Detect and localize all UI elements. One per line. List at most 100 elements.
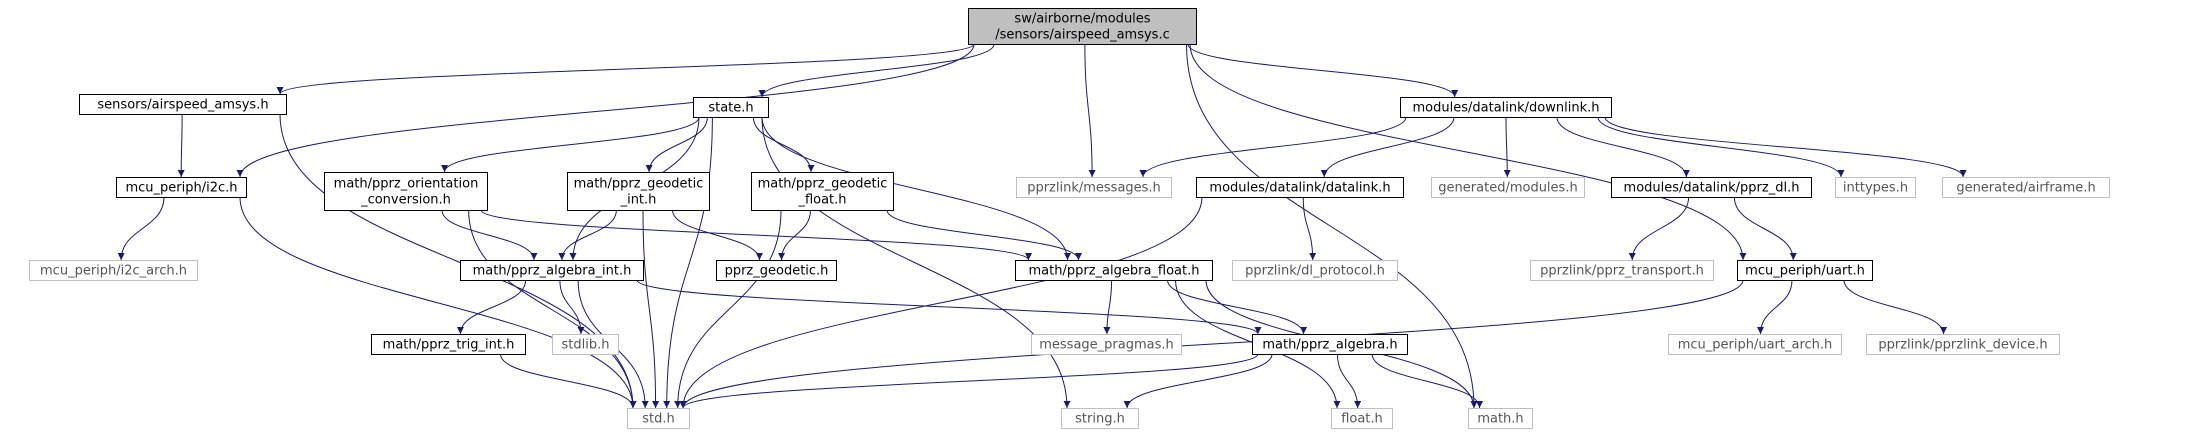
- node-label: _conversion.h: [360, 193, 451, 208]
- node-trig-int-h[interactable]: math/pprz_trig_int.h: [371, 334, 526, 355]
- node-box: [627, 408, 690, 429]
- node-box: [1942, 177, 2110, 198]
- edge-geodetic-float-h-to-std-h: [674, 209, 782, 409]
- node-box: [79, 94, 287, 115]
- node-label: math/pprz_algebra.h: [1262, 338, 1397, 353]
- edge-root-to-state-h: [758, 43, 995, 98]
- node-box: [552, 334, 619, 355]
- node-msg-pragmas-h: message_pragmas.h: [1031, 334, 1182, 355]
- edge-uart-h-to-std-h: [679, 279, 1744, 409]
- node-box: [1866, 334, 2060, 355]
- node-box: [1016, 177, 1172, 198]
- edge-root-to-i2c-h: [236, 43, 975, 178]
- node-pprzlink-device-h: pprzlink/pprzlink_device.h: [1866, 334, 2060, 355]
- node-label: std.h: [642, 412, 675, 427]
- edge-downlink-h-to-airframe-h: [1604, 116, 1967, 178]
- node-box: [1611, 177, 1812, 198]
- node-box: [1196, 177, 1404, 198]
- edge-pprz-dl-h-to-pprz-transport-h: [1628, 196, 1690, 261]
- node-box: [716, 260, 837, 281]
- edge-geodetic-int-h-to-algebra-int-h: [558, 209, 617, 261]
- node-label: modules/datalink/pprz_dl.h: [1624, 181, 1800, 196]
- node-geodetic-int-h[interactable]: math/pprz_geodetic_int.h: [567, 172, 710, 211]
- node-airspeed-amsys-h[interactable]: sensors/airspeed_amsys.h: [79, 94, 287, 115]
- node-label: mcu_periph/uart_arch.h: [1678, 338, 1833, 353]
- edge-downlink-h-to-messages-h: [1139, 116, 1407, 178]
- node-state-h[interactable]: state.h: [693, 97, 769, 118]
- node-gen-modules-h: generated/modules.h: [1431, 177, 1585, 198]
- edge-pprz-dl-h-to-uart-h: [1733, 196, 1797, 261]
- edge-algebra-int-h-to-algebra-h: [636, 279, 1262, 335]
- node-box: [1015, 260, 1213, 281]
- edge-geodetic-int-h-to-geodetic-h: [672, 209, 763, 261]
- node-pprz-dl-h[interactable]: modules/datalink/pprz_dl.h: [1611, 177, 1812, 198]
- node-box: [371, 334, 526, 355]
- node-dl-protocol-h: pprzlink/dl_protocol.h: [1232, 260, 1398, 281]
- node-label: state.h: [708, 101, 753, 116]
- node-box: [693, 97, 769, 118]
- node-label: message_pragmas.h: [1039, 338, 1174, 353]
- node-label: _int.h: [620, 193, 657, 208]
- node-label: math/pprz_algebra_float.h: [1029, 264, 1200, 279]
- edge-root-to-messages-h: [1084, 43, 1096, 178]
- node-box: [751, 172, 894, 211]
- node-geodetic-h[interactable]: pprz_geodetic.h: [716, 260, 837, 281]
- node-label: stdlib.h: [562, 338, 610, 353]
- nodes: sw/airborne/modules/sensors/airspeed_ams…: [29, 8, 2110, 429]
- edge-uart-h-to-uart-arch-h: [1757, 279, 1793, 335]
- edge-downlink-h-to-datalink-h: [1320, 116, 1455, 178]
- edge-downlink-h-to-inttypes-h: [1597, 116, 1845, 178]
- node-label: generated/airframe.h: [1956, 181, 2095, 196]
- edge-datalink-h-to-std-h: [679, 196, 1203, 409]
- edge-state-h-to-algebra-float-h: [761, 116, 1072, 261]
- node-i2c-h[interactable]: mcu_periph/i2c.h: [116, 177, 247, 198]
- node-box: [1031, 334, 1182, 355]
- node-algebra-int-h[interactable]: math/pprz_algebra_int.h: [460, 260, 644, 281]
- node-label: mcu_periph/uart.h: [1745, 264, 1865, 279]
- edge-airspeed-amsys-h-to-i2c-h: [177, 113, 185, 178]
- node-label: pprzlink/pprzlink_device.h: [1878, 338, 2047, 353]
- node-float-h: float.h: [1331, 408, 1393, 429]
- node-box: [1468, 408, 1533, 429]
- node-label: inttypes.h: [1843, 181, 1908, 196]
- edge-root-to-downlink-h: [1187, 43, 1459, 98]
- edge-state-h-to-geodetic-int-h: [645, 116, 708, 173]
- node-box: [567, 172, 710, 211]
- edge-datalink-h-to-dl-protocol-h: [1302, 196, 1317, 261]
- node-box: [1232, 260, 1398, 281]
- node-uart-h[interactable]: mcu_periph/uart.h: [1737, 260, 1873, 281]
- node-algebra-float-h[interactable]: math/pprz_algebra_float.h: [1015, 260, 1213, 281]
- node-orientation-h[interactable]: math/pprz_orientation_conversion.h: [324, 172, 488, 211]
- node-string-h: string.h: [1061, 408, 1139, 429]
- node-box: [116, 177, 247, 198]
- edge-geodetic-int-h-to-std-h: [642, 209, 660, 409]
- node-label: modules/datalink/downlink.h: [1413, 101, 1600, 116]
- node-algebra-h[interactable]: math/pprz_algebra.h: [1252, 334, 1408, 355]
- edge-geodetic-float-h-to-geodetic-h: [778, 209, 811, 261]
- node-label: math/pprz_orientation: [334, 177, 479, 192]
- node-box: [1835, 177, 1916, 198]
- edge-trig-int-h-to-std-h: [500, 353, 637, 409]
- edge-orientation-h-to-algebra-int-h: [441, 209, 538, 261]
- node-label: math/pprz_geodetic: [758, 177, 888, 192]
- node-root[interactable]: sw/airborne/modules/sensors/airspeed_ams…: [968, 8, 1197, 45]
- node-label: math/pprz_algebra_int.h: [473, 264, 632, 279]
- edge-orientation-h-to-algebra-float-h: [480, 209, 1032, 261]
- node-label: string.h: [1075, 412, 1125, 427]
- node-datalink-h[interactable]: modules/datalink/datalink.h: [1196, 177, 1404, 198]
- node-std-h: std.h: [627, 408, 690, 429]
- node-geodetic-float-h[interactable]: math/pprz_geodetic_float.h: [751, 172, 894, 211]
- edge-downlink-h-to-gen-modules-h: [1503, 116, 1511, 178]
- node-inttypes-h: inttypes.h: [1835, 177, 1916, 198]
- node-downlink-h[interactable]: modules/datalink/downlink.h: [1400, 97, 1612, 118]
- edge-i2c-h-to-std-h: [239, 196, 637, 409]
- node-label: _float.h: [797, 193, 846, 208]
- edge-algebra-int-h-to-trig-int-h: [456, 279, 527, 335]
- edge-state-h-to-std-h: [663, 116, 713, 409]
- edge-state-h-to-orientation-h: [441, 116, 700, 173]
- node-box: [1252, 334, 1408, 355]
- edge-algebra-h-to-float-h: [1337, 353, 1362, 409]
- node-airframe-h: generated/airframe.h: [1942, 177, 2110, 198]
- node-label: pprzlink/messages.h: [1027, 181, 1161, 196]
- edge-geodetic-float-h-to-algebra-float-h: [886, 209, 1082, 261]
